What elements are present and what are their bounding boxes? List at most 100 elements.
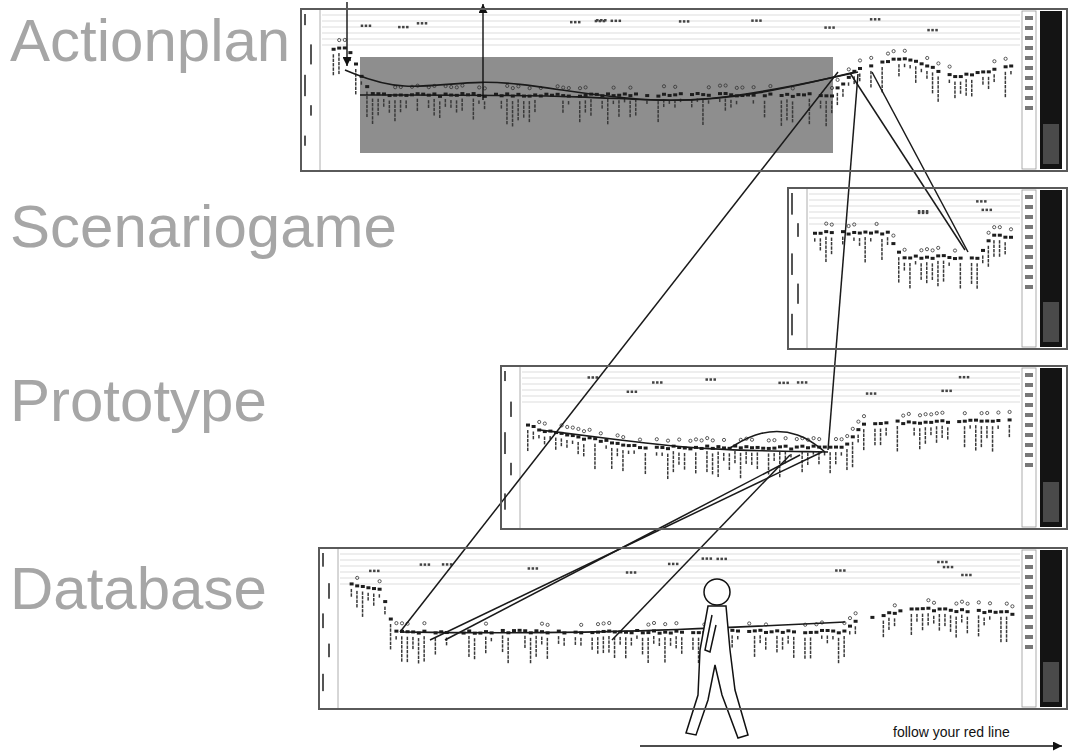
screen-image	[787, 187, 1068, 350]
tree-leaf	[607, 112, 609, 115]
tree-leaf	[943, 269, 945, 272]
tree-leaf	[698, 642, 700, 645]
tree-node	[953, 257, 957, 260]
tree-leaf	[960, 268, 962, 271]
tree-node	[896, 420, 900, 423]
tree-leaf	[982, 81, 984, 84]
tree-leaf	[804, 655, 806, 658]
tree-node	[673, 93, 677, 96]
tree-dot	[423, 622, 426, 625]
tree-leaf	[881, 80, 883, 83]
tree-leaf	[681, 646, 683, 649]
tree-leaf	[558, 641, 560, 644]
control-bar	[1040, 11, 1062, 169]
tree-leaf	[874, 442, 876, 445]
tree-leaf	[667, 476, 669, 479]
tree-leaf	[993, 253, 995, 256]
tree-leaf	[417, 108, 419, 111]
tree-leaf	[547, 647, 549, 650]
tree-leaf	[880, 429, 882, 432]
strip-mark	[791, 253, 793, 275]
tree-leaf	[881, 239, 883, 242]
strip-mark	[322, 553, 324, 567]
stray-mark	[945, 561, 948, 564]
tree-node	[852, 231, 856, 234]
tree-leaf	[356, 591, 358, 594]
tree-leaf	[383, 103, 385, 106]
tree-leaf	[667, 462, 669, 465]
tree-leaf	[1009, 425, 1011, 428]
tree-leaf	[635, 112, 637, 115]
tree-leaf	[781, 118, 783, 121]
stray-mark	[976, 200, 979, 203]
tree-leaf	[829, 452, 831, 455]
tree-leaf	[681, 650, 683, 653]
tree-leaf	[786, 117, 788, 120]
tree-leaf	[883, 634, 885, 637]
tree-leaf	[506, 108, 508, 111]
tree-leaf	[864, 259, 866, 262]
tree-leaf	[338, 53, 340, 56]
tree-leaf	[810, 642, 812, 645]
tree-node	[925, 64, 929, 67]
tree-leaf	[954, 86, 956, 89]
tree-leaf	[646, 101, 648, 104]
tree-leaf	[547, 655, 549, 658]
tree-dot	[893, 604, 896, 607]
tree-node	[946, 421, 950, 424]
tree-node	[947, 256, 951, 259]
tree-dot	[484, 622, 487, 625]
tree-dot	[517, 85, 520, 88]
tree-node	[925, 256, 929, 259]
tree-leaf	[863, 434, 865, 437]
tree-node	[880, 61, 884, 64]
tree-node	[763, 94, 767, 97]
tree-dot	[706, 437, 709, 440]
tree-leaf	[911, 618, 913, 621]
tree-leaf	[981, 426, 983, 429]
tree-node	[512, 629, 516, 632]
tree-leaf	[740, 470, 742, 473]
tree-node	[628, 94, 632, 97]
tree-leaf	[921, 69, 923, 72]
stray-mark	[870, 392, 873, 395]
tree-leaf	[702, 104, 704, 107]
tree-node	[920, 62, 924, 65]
stray-mark	[406, 26, 409, 29]
tree-leaf	[937, 265, 939, 268]
stray-mark	[724, 558, 727, 561]
link-line	[835, 172, 850, 365]
tree-leaf	[971, 93, 973, 96]
stray-mark	[839, 569, 842, 572]
tree-leaf	[920, 276, 922, 279]
stray-mark	[801, 381, 804, 384]
tree-node	[1009, 236, 1013, 239]
tree-leaf	[608, 649, 610, 652]
tree-leaf	[825, 241, 827, 244]
tree-leaf	[712, 453, 714, 456]
grid-line	[522, 390, 1020, 391]
tree-node	[778, 445, 782, 448]
tree-leaf	[605, 445, 607, 448]
tree-leaf	[729, 462, 731, 465]
tree-leaf	[333, 63, 335, 66]
tree-leaf	[857, 435, 859, 438]
tree-node	[845, 443, 849, 446]
control-column	[1022, 550, 1036, 707]
tree-node	[935, 420, 939, 423]
tree-node	[921, 607, 925, 610]
tree-leaf	[583, 444, 585, 447]
tree-dot	[932, 601, 935, 604]
tree-leaf	[407, 650, 409, 653]
tree-leaf	[852, 459, 854, 462]
tree-dot	[1008, 410, 1011, 413]
tree-leaf	[418, 647, 420, 650]
tree-leaf	[835, 461, 837, 464]
tree-leaf	[366, 105, 368, 108]
screen-panel: Prototype	[500, 365, 1068, 530]
tree-leaf	[362, 591, 364, 594]
trace-lead	[850, 73, 914, 172]
tree-leaf	[864, 255, 866, 258]
stray-mark	[786, 382, 789, 385]
tree-dot	[986, 411, 989, 414]
